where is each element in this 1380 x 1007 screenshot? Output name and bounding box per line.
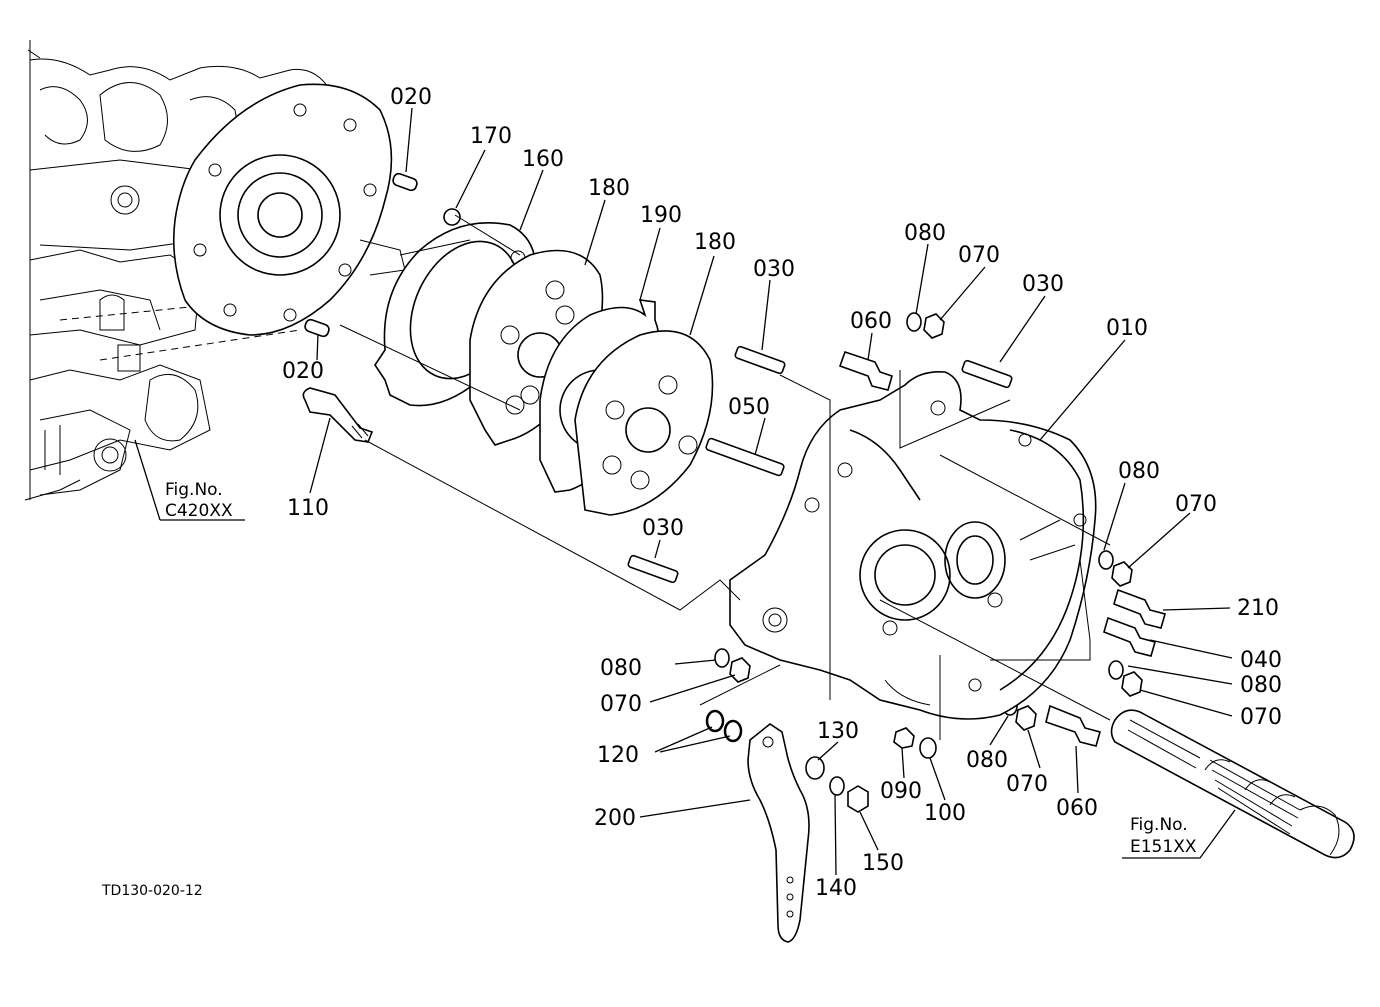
callout-060-bottom: 060 — [1056, 796, 1098, 821]
callout-030-b: 030 — [1022, 272, 1064, 297]
stud-050 — [705, 437, 785, 477]
bolt-210 — [1113, 588, 1166, 629]
dowel-pin-020-top — [392, 172, 418, 192]
callout-150: 150 — [862, 851, 904, 876]
diagram-code: TD130-020-12 — [101, 883, 203, 899]
figure-reference-c420xx: Fig.No. C420XX — [134, 439, 245, 521]
callout-020-bottom: 020 — [282, 359, 324, 384]
callout-130: 130 — [817, 719, 859, 744]
callout-020-top: 020 — [390, 85, 432, 110]
callout-040: 040 — [1240, 648, 1282, 673]
lever-arm-200 — [747, 723, 810, 943]
output-shaft — [1110, 709, 1355, 859]
washer-nut-set-left — [714, 648, 751, 683]
callout-180-a: 180 — [588, 176, 630, 201]
o-rings-120 — [705, 709, 743, 743]
callout-090: 090 — [880, 779, 922, 804]
spring-washer-140 — [829, 776, 845, 796]
callout-070-top: 070 — [958, 243, 1000, 268]
figure-ref-number: C420XX — [165, 501, 233, 521]
callout-070-right-2: 070 — [1240, 705, 1282, 730]
callout-070-right-1: 070 — [1175, 492, 1217, 517]
engine-front-flange — [172, 83, 406, 336]
washer-130 — [805, 756, 825, 780]
washer-nut-set-right-1 — [1098, 550, 1133, 587]
callout-070-left: 070 — [600, 692, 642, 717]
plug-090 — [893, 727, 915, 749]
bolt-060-bottom — [1045, 704, 1101, 747]
callout-180-b: 180 — [694, 230, 736, 255]
washer-100 — [919, 737, 937, 759]
callout-170: 170 — [470, 124, 512, 149]
callout-leaders — [309, 107, 1233, 876]
washer-nut-set-top — [906, 312, 945, 339]
callout-120: 120 — [597, 743, 639, 768]
callout-labels: 020 020 170 160 180 190 180 030 030 030 … — [282, 85, 1282, 901]
steel-ball-170 — [443, 208, 461, 226]
callout-200: 200 — [594, 806, 636, 831]
dowel-pin-020-bottom — [304, 318, 330, 338]
friction-plate-180-a — [469, 249, 604, 446]
stud-030-b — [961, 359, 1013, 389]
callout-100: 100 — [924, 801, 966, 826]
callout-060-top: 060 — [850, 309, 892, 334]
callout-070-bottom: 070 — [1006, 772, 1048, 797]
callout-080-bottom: 080 — [966, 748, 1008, 773]
figure-ref-title: Fig.No. — [165, 480, 223, 500]
callout-080-top: 080 — [904, 221, 946, 246]
friction-plate-180-b — [574, 330, 714, 516]
callout-190: 190 — [640, 203, 682, 228]
callout-030-a: 030 — [753, 257, 795, 282]
figure-ref-title: Fig.No. — [1130, 815, 1188, 835]
callout-140: 140 — [815, 876, 857, 901]
stud-030-c — [627, 554, 679, 584]
callout-160: 160 — [522, 147, 564, 172]
callout-210: 210 — [1237, 596, 1279, 621]
callout-080-left: 080 — [600, 656, 642, 681]
callout-110: 110 — [287, 496, 329, 521]
nut-150 — [847, 785, 869, 813]
figure-reference-e151xx: Fig.No. E151XX — [1122, 809, 1236, 859]
assembly-axis-lines — [339, 214, 1111, 740]
figure-ref-number: E151XX — [1130, 837, 1197, 857]
pivot-pin-110 — [302, 387, 374, 443]
bolt-040 — [1103, 616, 1156, 657]
washer-nut-set-right-2 — [1108, 660, 1143, 697]
callout-010: 010 — [1106, 316, 1148, 341]
bolt-060-top — [838, 350, 893, 391]
stud-030-a — [734, 345, 786, 375]
callout-080-right-2: 080 — [1240, 673, 1282, 698]
callout-030-c: 030 — [642, 516, 684, 541]
clutch-housing-010 — [729, 370, 1097, 720]
callout-080-right-1: 080 — [1118, 459, 1160, 484]
callout-050: 050 — [728, 395, 770, 420]
